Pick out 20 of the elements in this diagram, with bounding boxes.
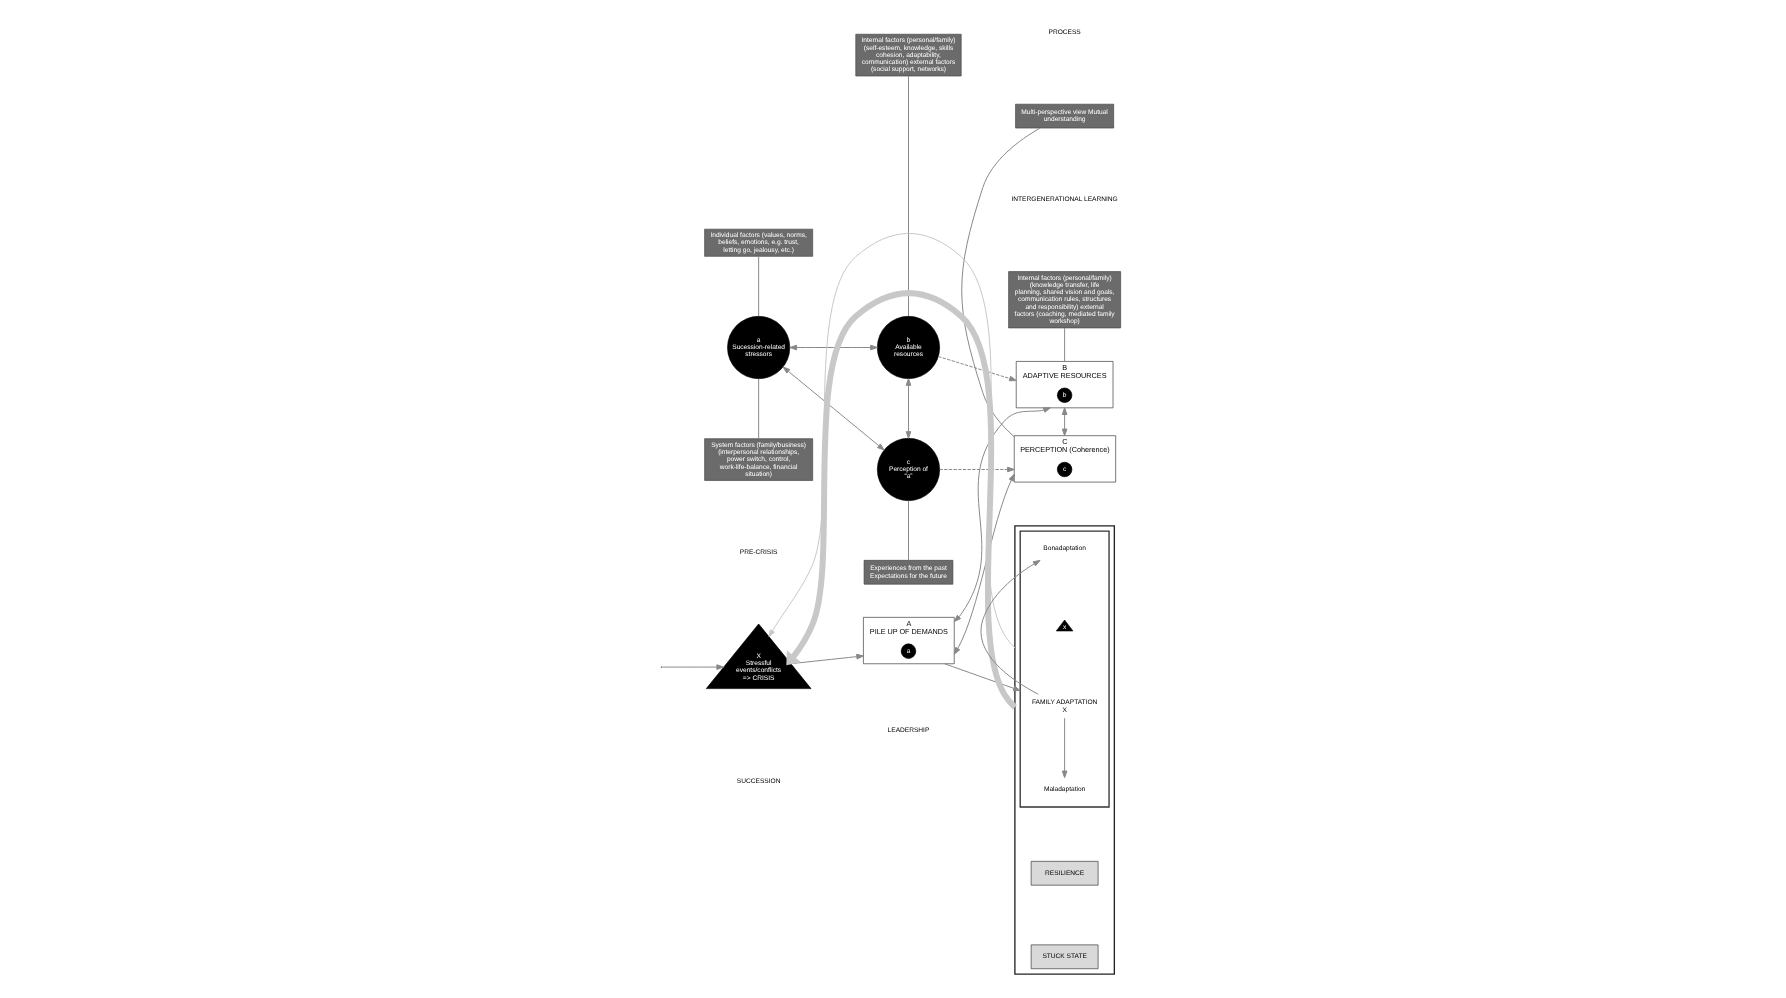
arrow — [790, 652, 864, 664]
connector — [758, 377, 760, 439]
arrow — [905, 377, 912, 438]
connector — [1064, 326, 1066, 361]
arrow — [1061, 406, 1068, 436]
connector — [908, 499, 909, 560]
arrow — [1061, 716, 1068, 778]
connector — [758, 255, 760, 316]
arrow — [937, 355, 1017, 381]
arrow — [980, 558, 1041, 694]
arrow — [944, 662, 1021, 691]
cluster — [1019, 529, 1110, 807]
arrow — [939, 465, 1015, 472]
arrow — [953, 406, 1051, 622]
connector — [908, 74, 909, 316]
arrow — [786, 289, 1018, 709]
arrow — [782, 365, 885, 450]
arrow — [789, 343, 878, 350]
arrow — [661, 663, 724, 669]
connector — [961, 126, 1041, 437]
